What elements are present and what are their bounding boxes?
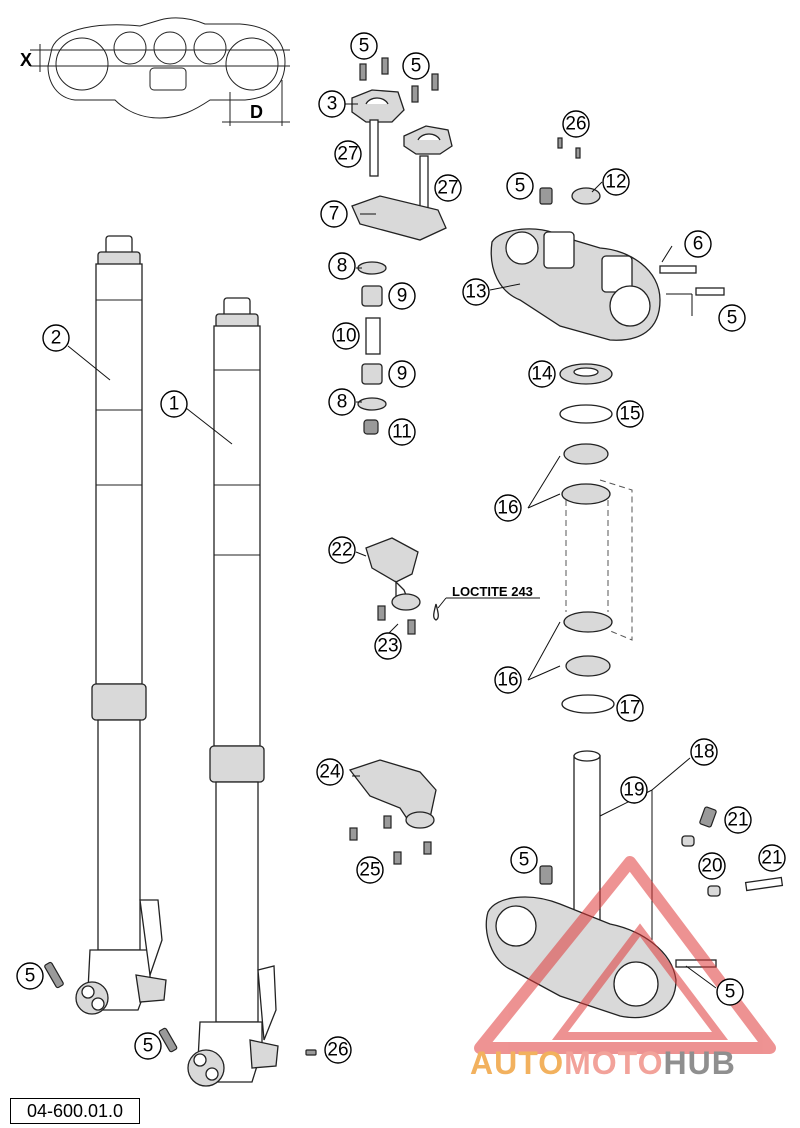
callout-9-a: 9	[388, 282, 416, 310]
callout-21-a: 21	[724, 806, 752, 834]
callout-26-a: 26	[562, 110, 590, 138]
callout-5-c: 5	[506, 172, 534, 200]
callout-19: 19	[620, 776, 648, 804]
svg-text:25: 25	[359, 860, 380, 881]
callout-5-b: 5	[402, 52, 430, 80]
callout-14: 14	[528, 360, 556, 388]
callout-18: 18	[690, 738, 718, 766]
svg-text:15: 15	[619, 404, 640, 425]
svg-text:19: 19	[623, 780, 644, 801]
svg-text:10: 10	[335, 326, 356, 347]
callout-1: 1	[160, 390, 188, 418]
svg-text:21: 21	[761, 848, 782, 869]
callout-13: 13	[462, 278, 490, 306]
svg-text:14: 14	[531, 364, 553, 385]
svg-text:1: 1	[169, 394, 180, 415]
callout-9-b: 9	[388, 360, 416, 388]
callout-15: 15	[616, 400, 644, 428]
callout-12: 12	[602, 168, 630, 196]
svg-text:24: 24	[319, 762, 341, 783]
steering-bearings	[559, 363, 633, 714]
svg-text:5: 5	[519, 850, 530, 871]
callout-23: 23	[374, 632, 402, 660]
svg-text:6: 6	[693, 234, 704, 255]
svg-text:5: 5	[725, 982, 736, 1003]
svg-text:26: 26	[565, 114, 586, 135]
callout-5-e: 5	[16, 962, 44, 990]
svg-text:5: 5	[25, 966, 36, 987]
diagram-reference-number: 04-600.01.0	[10, 1098, 140, 1124]
callout-5-h: 5	[716, 978, 744, 1006]
fork-bolts	[44, 961, 317, 1056]
callout-25: 25	[356, 856, 384, 884]
svg-text:11: 11	[392, 422, 412, 443]
callout-3: 3	[318, 90, 346, 118]
callout-7: 7	[320, 200, 348, 228]
svg-text:5: 5	[143, 1036, 154, 1057]
callout-27-b: 27	[434, 174, 462, 202]
svg-text:7: 7	[329, 204, 340, 225]
dimension-sketch: X D	[20, 17, 290, 126]
callout-27-a: 27	[334, 140, 362, 168]
callout-24: 24	[316, 758, 344, 786]
svg-text:5: 5	[411, 56, 422, 77]
fork-leg-left	[75, 235, 167, 1015]
fork-leg-right	[187, 297, 279, 1087]
upper-triple-clamp	[490, 137, 725, 341]
svg-text:27: 27	[437, 178, 458, 199]
svg-text:3: 3	[327, 94, 338, 115]
svg-text:20: 20	[701, 856, 722, 877]
callout-5-a: 5	[350, 32, 378, 60]
callout-16-b: 16	[494, 666, 522, 694]
svg-text:17: 17	[619, 698, 640, 719]
svg-text:5: 5	[727, 308, 738, 329]
callout-11: 11	[388, 418, 416, 446]
handlebar-bracket	[365, 537, 439, 635]
svg-text:8: 8	[337, 392, 348, 413]
callout-2: 2	[42, 324, 70, 352]
svg-text:5: 5	[515, 176, 526, 197]
svg-text:18: 18	[693, 742, 714, 763]
callout-5-d: 5	[718, 304, 746, 332]
svg-text:21: 21	[727, 810, 748, 831]
callout-5-g: 5	[510, 846, 538, 874]
mounting-bracket	[348, 759, 437, 865]
leader-lines	[67, 103, 717, 989]
svg-text:8: 8	[337, 256, 348, 277]
handlebar-clamps	[351, 57, 453, 241]
callout-8-a: 8	[328, 252, 356, 280]
dimension-x-label: X	[20, 50, 32, 70]
bushings-and-washers	[357, 261, 387, 435]
callout-16-a: 16	[494, 494, 522, 522]
svg-text:26: 26	[327, 1040, 348, 1061]
callout-6: 6	[684, 230, 712, 258]
svg-text:16: 16	[497, 498, 518, 519]
callout-26-b: 26	[324, 1036, 352, 1064]
callout-8-b: 8	[328, 388, 356, 416]
loctite-note: LOCTITE 243	[452, 584, 533, 599]
callout-20: 20	[698, 852, 726, 880]
svg-text:23: 23	[377, 636, 398, 657]
svg-text:16: 16	[497, 670, 518, 691]
watermark-triangle-icon	[474, 856, 776, 1054]
dimension-d-label: D	[250, 102, 263, 122]
callout-22: 22	[328, 536, 356, 564]
callout-5-f: 5	[134, 1032, 162, 1060]
svg-text:5: 5	[359, 36, 370, 57]
svg-text:2: 2	[51, 328, 62, 349]
svg-text:12: 12	[605, 172, 626, 193]
callout-10: 10	[332, 322, 360, 350]
svg-text:27: 27	[337, 144, 358, 165]
callout-17: 17	[616, 694, 644, 722]
svg-text:22: 22	[331, 540, 352, 561]
watermark-logo: AUTOMOTOHUB	[470, 1045, 736, 1081]
callout-21-b: 21	[758, 844, 786, 872]
svg-text:9: 9	[397, 286, 408, 307]
svg-text:13: 13	[465, 282, 486, 303]
svg-text:9: 9	[397, 364, 408, 385]
